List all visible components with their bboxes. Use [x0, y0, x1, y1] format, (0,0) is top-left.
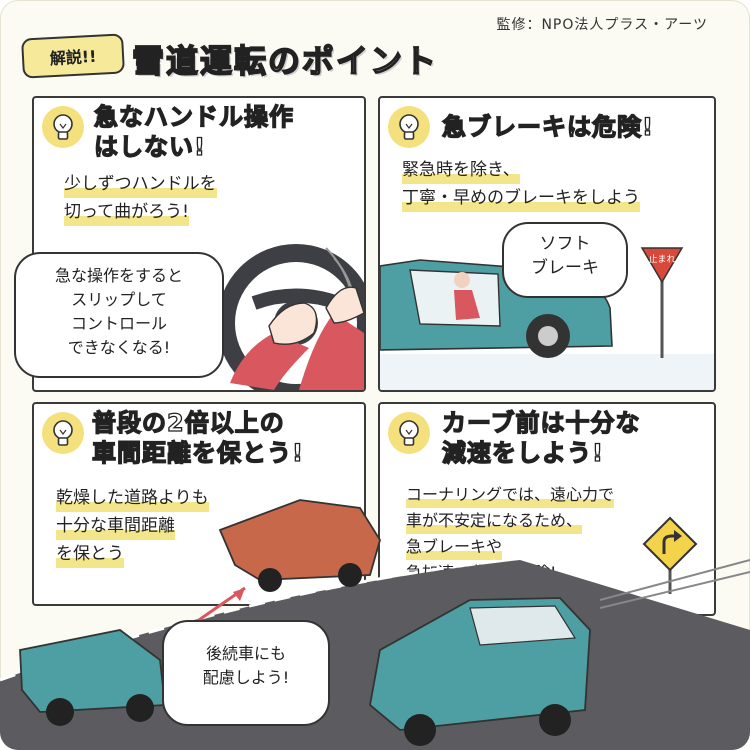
following-car-bubble: 後続車にも 配慮しよう!	[162, 620, 330, 726]
bubble-line: 急な操作をすると	[54, 266, 183, 285]
curve-warning-sign-icon	[642, 516, 698, 594]
body-line: 少しずつハンドルを	[64, 170, 217, 198]
panel-braking: 急ブレーキは危険! 緊急時を除き、 丁寧・早めのブレーキをしよう 止まれ ソフト…	[378, 96, 716, 392]
supervision-credit: 監修：NPO法人プラス・アーツ	[496, 17, 708, 33]
panel-heading: 急ブレーキは危険!	[441, 112, 654, 142]
steering-wheel-illustration	[217, 244, 364, 390]
heading-line: 急なハンドル操作	[93, 102, 294, 131]
panel-heading: 急なハンドル操作 はしない!	[93, 102, 294, 162]
bubble-line: 配慮しよう!	[202, 668, 290, 687]
panel-heading: カーブ前は十分な 減速をしよう!	[441, 408, 641, 468]
heading-line: 車間距離を保とう!	[91, 438, 304, 467]
bubble-line: コントロール	[70, 314, 167, 333]
heading-line: はしない!	[93, 132, 206, 161]
bubble-line: スリップして	[71, 290, 167, 309]
stop-sign-text: 止まれ	[648, 253, 675, 265]
bubble-line: 後続車にも	[205, 644, 286, 663]
body-line: 乾燥した道路よりも	[56, 484, 209, 512]
braking-car-illustration: 止まれ	[380, 247, 714, 390]
body-line: 急ブレーキや	[406, 534, 503, 560]
panel-body: 乾燥した道路よりも 十分な車間距離 を保とう	[56, 484, 209, 568]
bubble-line: ソフト	[539, 234, 591, 254]
body-line: 緊急時を除き、	[402, 156, 520, 184]
page-title: 雪道運転のポイント	[131, 41, 439, 81]
lightbulb-icon	[42, 106, 84, 148]
lightbulb-icon	[388, 412, 430, 454]
soft-brake-bubble: ソフト ブレーキ	[502, 222, 628, 298]
body-line: 十分な車間距離	[56, 512, 175, 540]
heading-line: 減速をしよう!	[441, 438, 604, 467]
warning-bubble: 急な操作をすると スリップして コントロール できなくなる!	[14, 252, 224, 378]
road-illustration	[0, 499, 750, 750]
heading-line: 普段の2倍以上の	[91, 408, 285, 437]
explanation-badge: 解説!!	[21, 33, 125, 79]
body-line: を保とう	[56, 540, 124, 568]
body-line: 丁寧・早めのブレーキをしよう	[402, 184, 640, 212]
bubble-line: ブレーキ	[531, 258, 599, 278]
body-line: 車が不安定になるため、	[406, 508, 583, 534]
panel-body: 緊急時を除き、 丁寧・早めのブレーキをしよう	[402, 156, 640, 212]
body-line: コーナリングでは、遠心力で	[406, 482, 615, 508]
panel-body: 少しずつハンドルを 切って曲がろう!	[64, 170, 217, 226]
lightbulb-icon	[388, 106, 430, 148]
bubble-line: できなくなる!	[67, 338, 171, 357]
body-line: 切って曲がろう!	[64, 198, 189, 226]
panel-heading: 普段の2倍以上の 車間距離を保とう!	[91, 408, 304, 468]
heading-line: カーブ前は十分な	[441, 408, 641, 437]
lightbulb-icon	[42, 412, 84, 454]
heading-line: 急ブレーキは危険!	[441, 112, 654, 141]
